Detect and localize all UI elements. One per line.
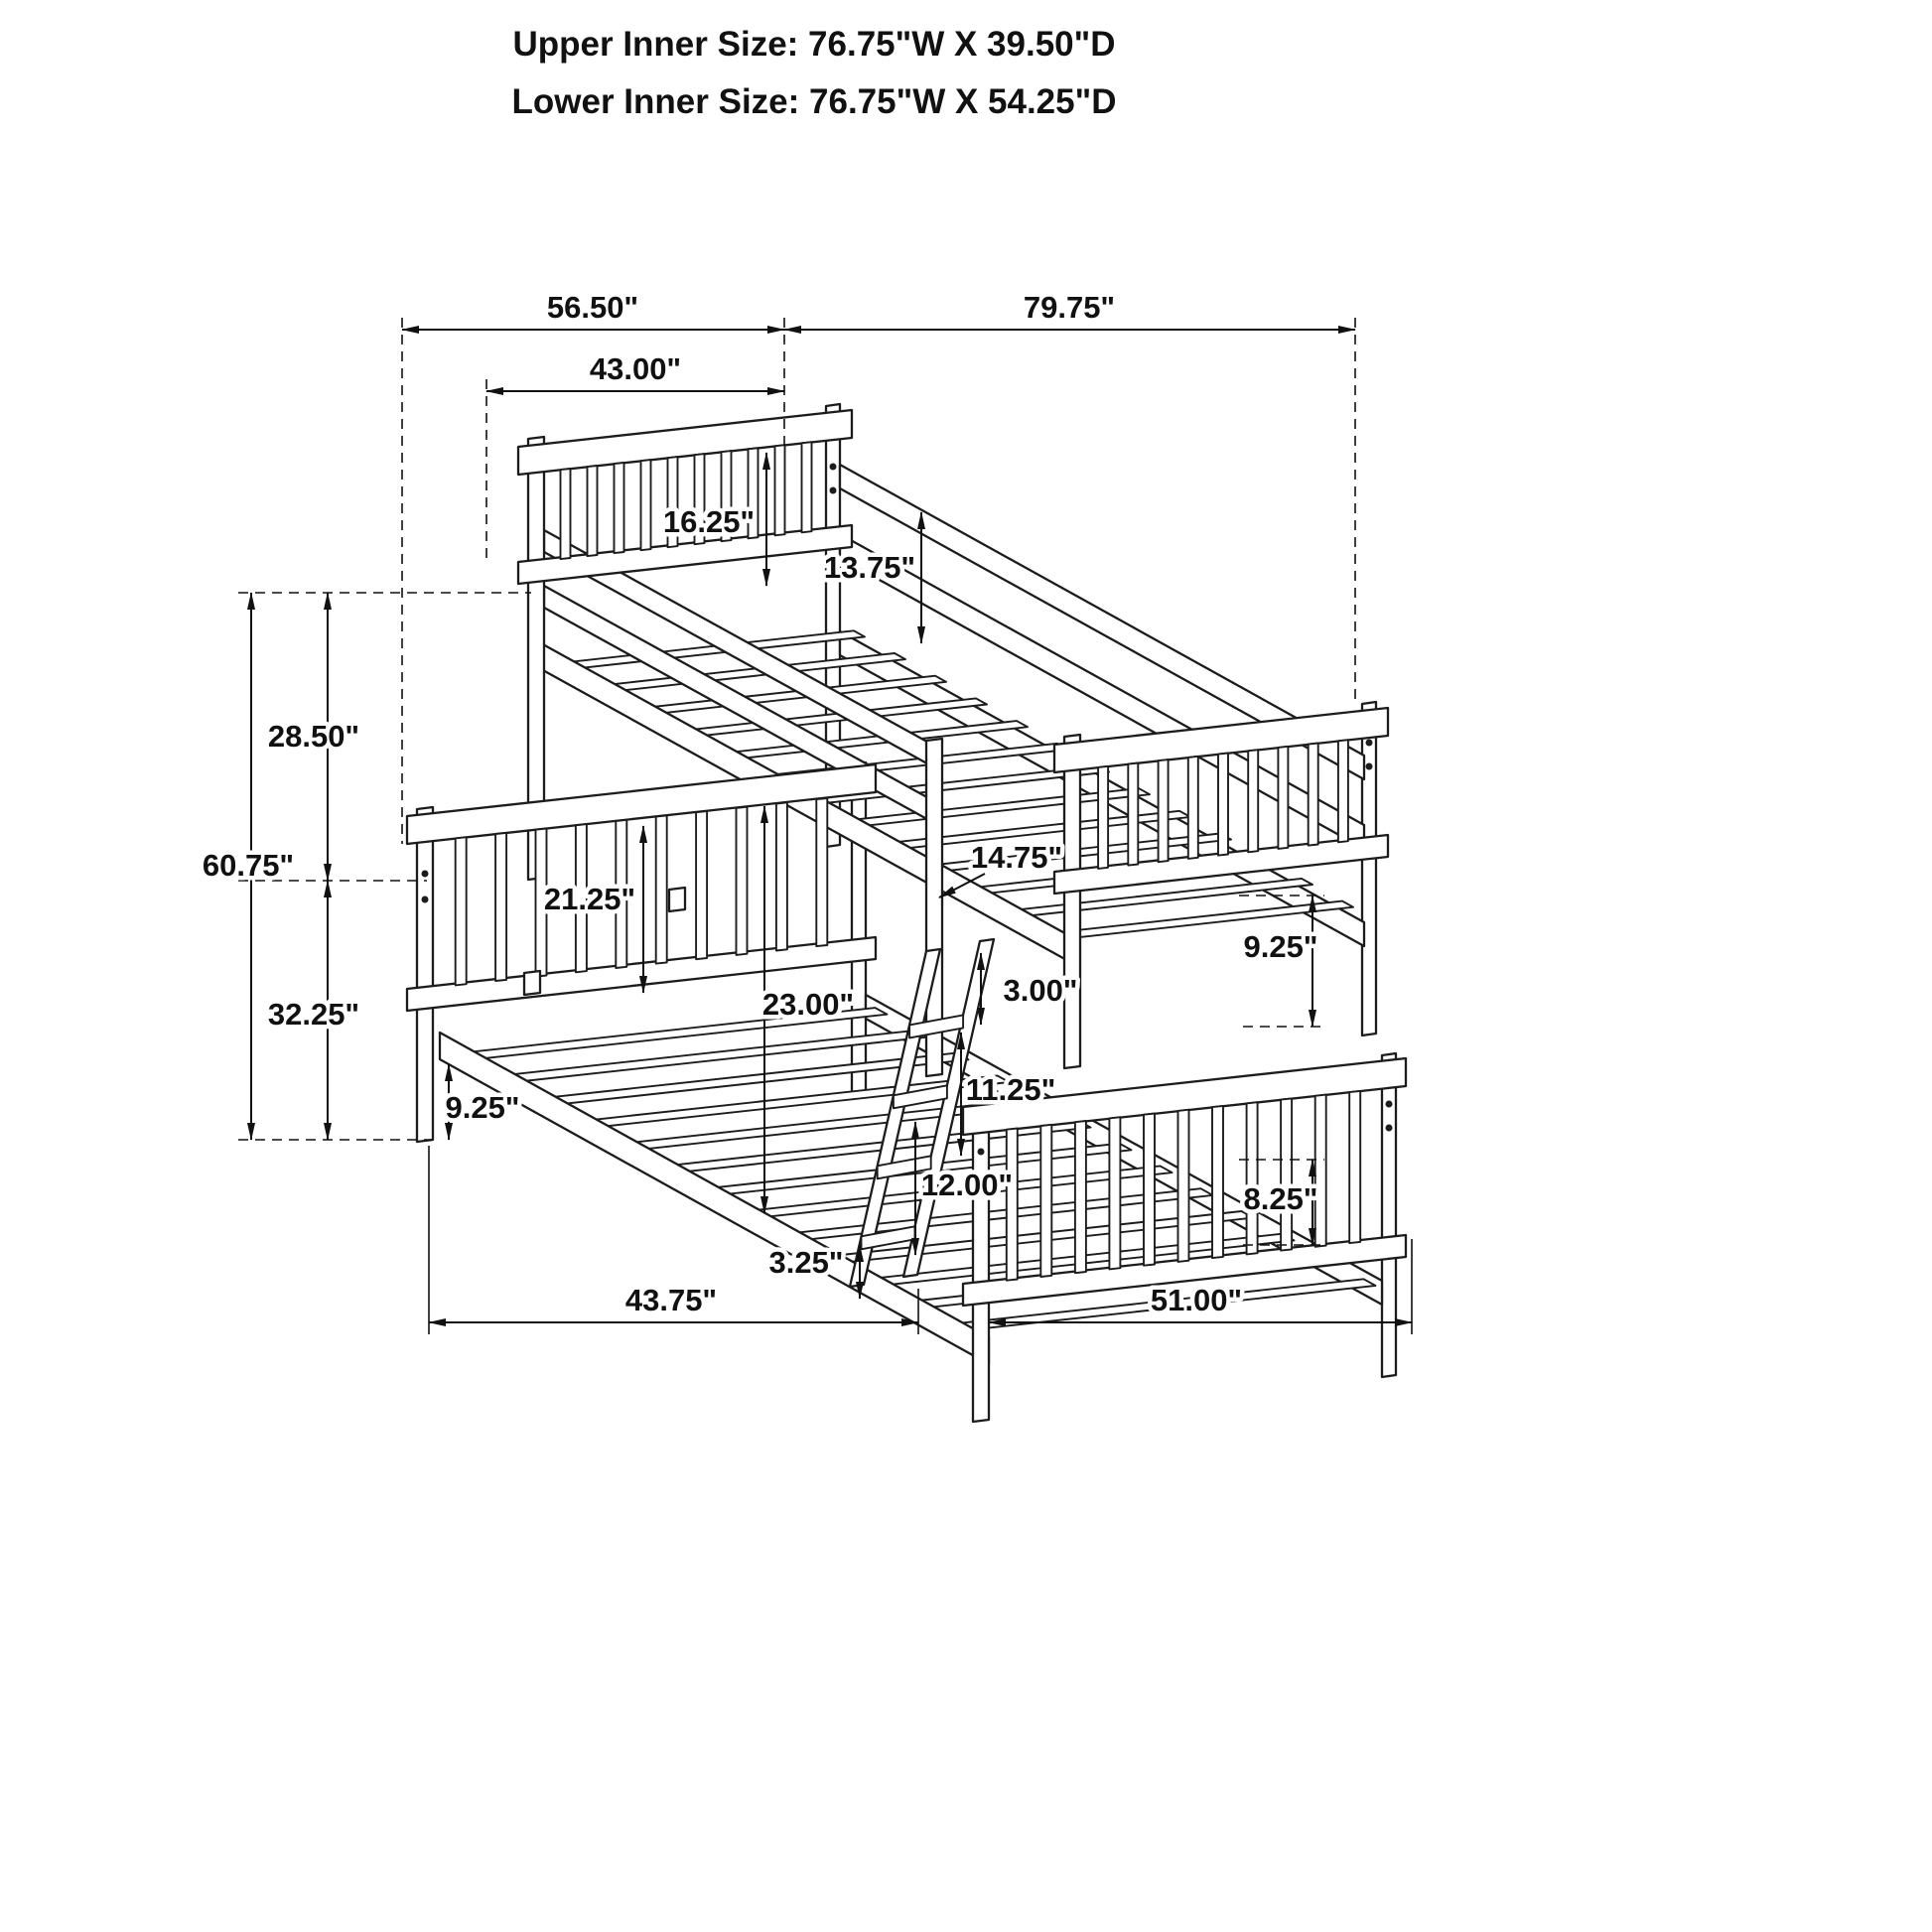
dim-overall-height-label: 60.75" — [203, 848, 294, 883]
dim-bunk-clearance-label: 23.00" — [762, 987, 854, 1022]
dim-headboard-gap: 16.25" — [658, 452, 770, 587]
dim-lower-section-height-label: 32.25" — [268, 997, 359, 1032]
title-block: Upper Inner Size: 76.75"W X 39.50"D Lowe… — [0, 16, 1628, 131]
dim-upper-rail-height-label: 13.75" — [824, 550, 915, 585]
dim-upper-section-height-label: 28.50" — [268, 719, 359, 754]
dim-lower-headboard-panel: 21.25" — [539, 825, 647, 994]
dim-headboard-gap-label: 16.25" — [663, 504, 755, 539]
mattress-bracket-2 — [667, 886, 687, 913]
dim-bottom-span-right: 51.00" — [988, 1279, 1413, 1326]
dim-ladder-spacing-upper: 11.25" — [957, 1032, 1060, 1157]
dim-upper-bed-depth-label: 43.00" — [590, 351, 681, 386]
upper-footboard — [1052, 706, 1390, 1070]
lower-footboard-slat-panel — [1005, 1089, 1362, 1282]
dim-bunk-clearance: 23.00" — [758, 805, 859, 1214]
dim-ladder-spacing-upper-label: 11.25" — [966, 1072, 1056, 1107]
dim-lower-headboard-panel-label: 21.25" — [544, 882, 635, 916]
dim-top-span-left: 56.50" — [401, 286, 785, 334]
lower-footboard-far-post — [1380, 1051, 1398, 1379]
upper-headboard-top-rail — [516, 408, 854, 477]
lower-headboard-far-post — [850, 760, 868, 1101]
upper-footboard-bottom-rail — [1052, 833, 1390, 896]
upper-footboard-top-rail — [1052, 706, 1390, 774]
dim-upper-footboard-height-label: 14.75" — [971, 840, 1062, 875]
dim-footboard-lower-panel-label: 8.25" — [1243, 1181, 1317, 1216]
dim-ladder-floor-gap: 3.25" — [764, 1241, 864, 1300]
upper-inner-size-text: Upper Inner Size: 76.75"W X 39.50"D — [512, 25, 1116, 64]
bolt-dot — [829, 486, 837, 494]
dim-footboard-upper-panel-label: 9.25" — [1243, 929, 1317, 964]
lower-headboard-slat-panel — [454, 797, 829, 987]
bolt-dot — [1365, 762, 1373, 770]
dim-upper-section-height: 28.50" — [263, 592, 364, 882]
bolt-dot — [829, 463, 837, 471]
dim-upper-rail-height: 13.75" — [819, 511, 925, 644]
dim-frame-floor-clearance: 9.25" — [441, 1063, 524, 1141]
bolt-dot — [1385, 1124, 1393, 1132]
lower-headboard-top-rail — [405, 762, 878, 846]
dim-bottom-span-left-label: 43.75" — [625, 1283, 717, 1317]
dim-footboard-upper-panel: 9.25" — [1239, 895, 1322, 1028]
bolt-dot — [977, 1173, 985, 1181]
dim-top-span-right-label: 79.75" — [1024, 290, 1115, 325]
dim-upper-bed-depth: 43.00" — [485, 347, 785, 395]
upper-footboard-far-post — [1360, 700, 1378, 1037]
lower-headboard-near-post — [415, 805, 435, 1144]
dim-top-span-left-label: 56.50" — [547, 290, 638, 325]
dim-frame-floor-clearance-label: 9.25" — [445, 1090, 519, 1125]
ladder — [848, 937, 996, 1289]
dim-ladder-floor-gap-label: 3.25" — [768, 1245, 843, 1280]
dim-overall-height: 60.75" — [198, 592, 299, 1141]
dim-lower-section-height: 32.25" — [263, 880, 364, 1141]
dim-rail-gap: 3.00" — [977, 952, 1082, 1026]
lower-footboard-near-post — [971, 1096, 991, 1424]
upper-near-rails — [539, 528, 1072, 1078]
bolt-dots — [421, 463, 1393, 1181]
bolt-dot — [421, 896, 429, 903]
lower-inner-size-text: Lower Inner Size: 76.75"W X 54.25"D — [511, 82, 1117, 121]
dim-ladder-spacing-lower-label: 12.00" — [921, 1168, 1013, 1202]
lower-footboard — [961, 1056, 1408, 1424]
dim-footboard-lower-panel: 8.25" — [1239, 1159, 1322, 1246]
upper-footboard-near-post — [1062, 733, 1082, 1070]
bed-drawing — [405, 402, 1408, 1424]
dim-bottom-span-right-label: 51.00" — [1151, 1283, 1242, 1317]
bolt-dot — [977, 1148, 985, 1156]
upper-footboard-slat-panel — [1097, 739, 1349, 870]
dim-upper-footboard-height: 14.75" — [938, 836, 1067, 898]
bolt-dot — [1385, 1100, 1393, 1108]
lower-headboard — [405, 762, 878, 1144]
dim-bottom-span-left: 43.75" — [428, 1279, 919, 1326]
bolt-dot — [421, 870, 429, 878]
dim-rail-gap-label: 3.00" — [1003, 973, 1077, 1008]
upper-far-rail-top — [838, 463, 1366, 781]
upper-headboard-slat-panel — [559, 441, 813, 561]
dim-ladder-spacing-lower: 12.00" — [911, 1121, 1018, 1256]
dim-top-span-right: 79.75" — [783, 286, 1356, 334]
bolt-dot — [1365, 739, 1373, 747]
mattress-bracket-1 — [522, 969, 542, 997]
dimensions: 56.50" 79.75" 43.00" 16.25" 13.75" 28.50 — [198, 286, 1413, 1326]
